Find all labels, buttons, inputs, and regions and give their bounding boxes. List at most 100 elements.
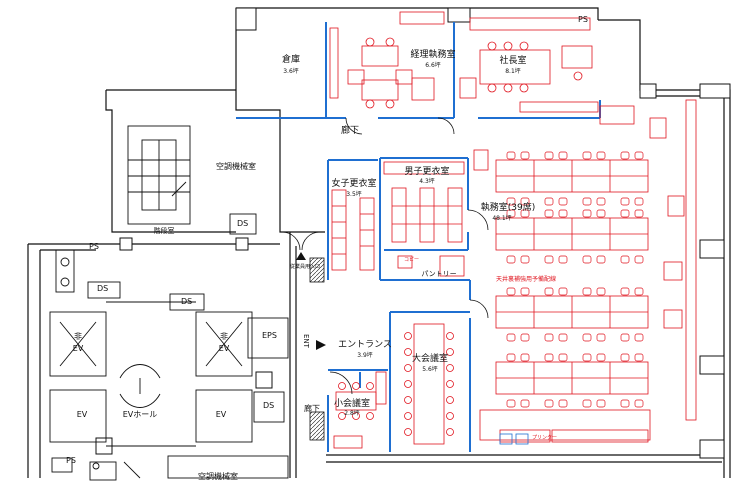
office-chair (544, 333, 554, 342)
office-chair (596, 151, 606, 160)
office-chair (620, 209, 630, 218)
ev2-label: EV (218, 344, 230, 353)
arrows (296, 252, 326, 350)
office-chair (520, 333, 530, 342)
office-chair (558, 255, 568, 264)
office-chair (582, 353, 592, 362)
exterior-walls (27, 7, 731, 478)
office-chair (582, 399, 592, 408)
ent-marker: ENT (302, 334, 310, 348)
employee-door-label: 従業員用入口 (289, 264, 321, 270)
office-chair (558, 209, 568, 218)
hvac-bottom-label: 空調機械室 (198, 472, 238, 481)
core-linework (49, 125, 289, 481)
ds-marker-4: DS (263, 401, 275, 410)
mens-locker-name: 男子更衣室 (404, 167, 450, 177)
office-chair (520, 255, 530, 264)
office-chair (544, 151, 554, 160)
storage-area: 3.6坪 (283, 68, 299, 75)
hatched-areas (309, 257, 325, 441)
columns (95, 7, 731, 459)
stair-label: 階段室 (153, 227, 175, 235)
office-chair (596, 209, 606, 218)
entrance-area: 3.9坪 (357, 352, 373, 359)
office-chair (634, 353, 644, 362)
office-chair (634, 209, 644, 218)
office-chair (596, 197, 606, 206)
office-chair (520, 287, 530, 296)
office-chair (520, 399, 530, 408)
office-chair (506, 255, 516, 264)
office-chair (506, 287, 516, 296)
office-chair (506, 333, 516, 342)
printer-label: プリンター (532, 435, 558, 441)
ev3-label: EV (76, 410, 88, 419)
ceiling-wiring-note: 天井裏補強用予備配線 (496, 276, 557, 283)
president-name: 社長室 (499, 56, 527, 66)
ev4-label: EV (215, 410, 227, 419)
office-chair (558, 353, 568, 362)
small-meeting-name: 小会議室 (333, 399, 371, 409)
office-chair (544, 287, 554, 296)
office-chair (506, 353, 516, 362)
office-chair (634, 151, 644, 160)
office-chair (582, 209, 592, 218)
office-chair (520, 197, 530, 206)
office-desks (473, 99, 697, 443)
ds-marker-1: DS (237, 219, 249, 228)
door-swings (281, 117, 489, 395)
office-name: 執務室(39席) (480, 203, 536, 213)
office-chair (506, 399, 516, 408)
office-chair (582, 287, 592, 296)
copy-label: コピー (404, 257, 420, 263)
office-chair (582, 255, 592, 264)
office-chair (596, 399, 606, 408)
office-area: 48.1坪 (492, 215, 512, 222)
storage-name: 倉庫 (281, 55, 301, 65)
office-chair (596, 333, 606, 342)
hvac-top-label: 空調機械室 (216, 162, 256, 171)
small-meeting-area: 2.8坪 (344, 410, 360, 417)
office-chair (634, 287, 644, 296)
top-furniture (329, 11, 635, 125)
meeting-furniture (333, 323, 454, 449)
office-chair (620, 353, 630, 362)
corridor-label: 廊下 (340, 126, 360, 136)
pantry-label: パントリー (421, 270, 457, 278)
office-chair (558, 399, 568, 408)
ps-left-marker: PS (89, 242, 99, 251)
office-chair (596, 287, 606, 296)
office-chair (520, 151, 530, 160)
office-chair (634, 333, 644, 342)
eps-marker: EPS (262, 331, 277, 340)
entrance-name: エントランス (338, 340, 392, 350)
office-chair (620, 333, 630, 342)
office-chair (558, 151, 568, 160)
ds-marker-2: DS (97, 284, 109, 293)
office-chair (506, 151, 516, 160)
big-meeting-name: 大会議室 (411, 354, 449, 364)
office-chair (558, 287, 568, 296)
accounting-name: 経理執務室 (410, 50, 456, 60)
office-chair (620, 197, 630, 206)
womens-locker-name: 女子更衣室 (331, 179, 377, 189)
office-chair (544, 399, 554, 408)
office-chair (544, 255, 554, 264)
office-chair (544, 353, 554, 362)
office-chairs (506, 151, 644, 408)
big-meeting-area: 5.6坪 (422, 366, 438, 373)
ev2-emergency: 非 (220, 332, 228, 341)
office-chair (558, 333, 568, 342)
ds-marker-3: DS (181, 297, 193, 306)
office-chair (620, 287, 630, 296)
office-chair (520, 353, 530, 362)
corridor2-label: 廊下 (304, 404, 320, 413)
office-chair (582, 333, 592, 342)
mens-locker-area: 4.3坪 (419, 178, 435, 185)
office-chair (544, 197, 554, 206)
ev-hall-label: EVホール (122, 410, 158, 419)
ps-top-marker: PS (578, 15, 588, 24)
office-chair (596, 255, 606, 264)
president-area: 8.1坪 (505, 68, 521, 75)
